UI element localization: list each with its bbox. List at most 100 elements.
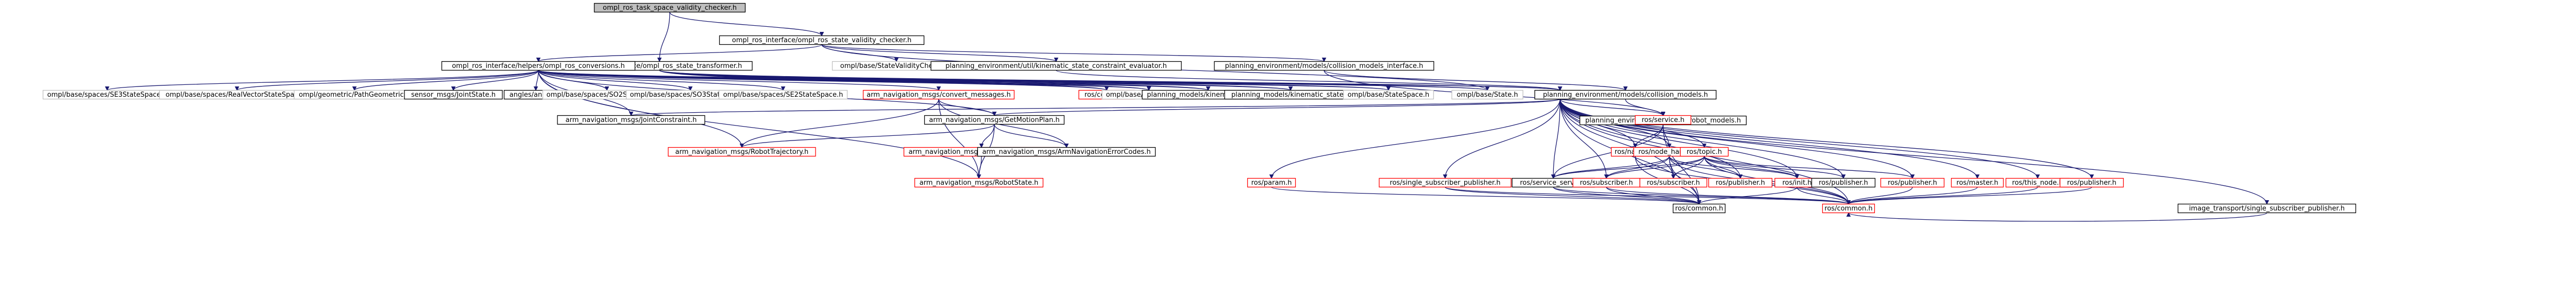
node-roscommon[interactable]: ros/common.h bbox=[1672, 203, 1726, 214]
node-robtraj[interactable]: arm_navigation_msgs/RobotTrajectory.h bbox=[668, 147, 816, 157]
edge-arrowhead bbox=[629, 112, 634, 116]
edge-conv-to-convmsg bbox=[538, 69, 939, 91]
node-publisher3[interactable]: ros/publisher.h bbox=[1880, 178, 1945, 188]
edge-subscriber-to-roscommon2 bbox=[1606, 186, 1849, 205]
node-publisher2[interactable]: ros/publisher.h bbox=[1811, 178, 1876, 188]
node-box bbox=[1672, 203, 1726, 214]
node-label: planning_environment/models/collision_mo… bbox=[1225, 62, 1423, 70]
node-label: ompl/base/StateSpace.h bbox=[1348, 91, 1430, 99]
edge-arrowhead bbox=[1269, 174, 1274, 179]
node-topic[interactable]: ros/topic.h bbox=[1680, 147, 1729, 157]
node-thisnode[interactable]: ros/this_node.h bbox=[2005, 178, 2070, 188]
node-publisher4[interactable]: ros/publisher.h bbox=[2059, 178, 2124, 188]
edge-arrowhead bbox=[1975, 174, 1980, 179]
node-jconstr[interactable]: arm_navigation_msgs/JointConstraint.h bbox=[557, 115, 705, 125]
node-rvss[interactable]: ompl/base/spaces/RealVectorStateSpace.h bbox=[159, 90, 315, 100]
node-label: ompl_ros_task_space_validity_checker.h bbox=[603, 4, 737, 12]
node-omplstate[interactable]: ompl/base/State.h bbox=[1451, 90, 1523, 100]
node-box bbox=[668, 147, 816, 157]
node-label: arm_navigation_msgs/RobotState.h bbox=[920, 179, 1039, 187]
node-robstate[interactable]: arm_navigation_msgs/RobotState.h bbox=[914, 178, 1044, 188]
node-label: ros/this_node.h bbox=[2012, 179, 2063, 187]
edge-svcserver-to-roscommon bbox=[1553, 186, 1700, 205]
node-kinstate[interactable]: planning_models/kinematic_state.h bbox=[1224, 90, 1357, 100]
edge-nodehandle-to-svcserver bbox=[1553, 156, 1670, 179]
node-box bbox=[1379, 178, 1512, 188]
node-ssp[interactable]: ros/single_subscriber_publisher.h bbox=[1379, 178, 1512, 188]
edge-arrowhead bbox=[1551, 174, 1556, 179]
node-label: ros/topic.h bbox=[1687, 148, 1722, 156]
edge-init-to-roscommon bbox=[1699, 187, 1798, 205]
node-roscommon2[interactable]: ros/common.h bbox=[1822, 203, 1875, 214]
edge-arrowhead bbox=[1910, 174, 1915, 179]
node-publisher[interactable]: ros/publisher.h bbox=[1708, 178, 1773, 188]
node-se2[interactable]: ompl/base/spaces/SE2StateSpace.h bbox=[718, 90, 848, 100]
node-subscriber2[interactable]: ros/subscriber.h bbox=[1639, 178, 1707, 188]
node-conv[interactable]: ompl_ros_interface/helpers/ompl_ros_conv… bbox=[441, 61, 636, 71]
edge-arrowhead bbox=[1146, 86, 1151, 91]
node-master[interactable]: ros/master.h bbox=[1951, 178, 2004, 188]
node-pathgeo[interactable]: ompl/geometric/PathGeometric.h bbox=[294, 90, 415, 100]
edge-arrowhead bbox=[1846, 200, 1851, 205]
edge-arrowhead bbox=[105, 86, 110, 91]
edge-arrowhead bbox=[936, 86, 941, 91]
node-svc[interactable]: ompl_ros_interface/ompl_ros_state_validi… bbox=[719, 35, 925, 45]
edge-convmsg-to-gmp bbox=[938, 99, 995, 116]
node-colmodels[interactable]: planning_environment/models/collision_mo… bbox=[1534, 90, 1717, 100]
node-box bbox=[1534, 90, 1717, 100]
node-label: arm_navigation_msgs/GetMotionPlan.h bbox=[929, 116, 1060, 124]
edge-topic-to-init bbox=[1704, 156, 1798, 179]
edge-arrowhead bbox=[1321, 58, 1327, 62]
node-label: ros/subscriber.h bbox=[1647, 179, 1700, 187]
edge-arrowhead bbox=[451, 86, 456, 91]
node-jointstate[interactable]: sensor_msgs/JointState.h bbox=[404, 90, 503, 100]
edge-nodehandle-to-publisher bbox=[1669, 156, 1741, 179]
node-box bbox=[1680, 147, 1729, 157]
node-box bbox=[930, 61, 1182, 71]
edge-kssc-to-ros bbox=[1056, 69, 1561, 91]
edge-ros-to-thisnode bbox=[1560, 99, 2038, 179]
node-label: ompl_ros_interface/ompl_ros_state_validi… bbox=[732, 37, 911, 44]
node-label: arm_navigation_msgs/convert_messages.h bbox=[867, 91, 1011, 99]
edge-ros-to-publisher3 bbox=[1560, 99, 1913, 179]
node-kssc[interactable]: planning_environment/util/kinematic_stat… bbox=[930, 61, 1182, 71]
edge-arrowhead bbox=[2089, 174, 2094, 179]
edge-subscriber-to-roscommon bbox=[1606, 187, 1700, 205]
node-armerr[interactable]: arm_navigation_msgs/ArmNavigationErrorCo… bbox=[977, 147, 1156, 157]
node-label: ros/publisher.h bbox=[2067, 179, 2116, 187]
edge-conv-to-rvss bbox=[236, 69, 539, 91]
node-label: ompl_ros_interface/helpers/ompl_ros_conv… bbox=[452, 62, 625, 70]
node-subscriber[interactable]: ros/subscriber.h bbox=[1572, 178, 1640, 188]
edge-topic-to-subscriber bbox=[1606, 156, 1705, 179]
edge-root-to-svc bbox=[669, 12, 822, 37]
edge-thisnode-to-roscommon2 bbox=[1848, 186, 2038, 205]
edge-conv-to-robtraj bbox=[538, 70, 742, 148]
edge-topic-to-svcserver bbox=[1553, 156, 1705, 179]
edge-ros-to-ssp bbox=[1445, 99, 1561, 179]
edge-arrowhead bbox=[976, 174, 981, 179]
edge-arrowhead bbox=[1604, 174, 1609, 179]
node-box bbox=[914, 178, 1044, 188]
edge-conv-to-ros bbox=[538, 69, 1561, 91]
edge-publisher3-to-roscommon2 bbox=[1848, 187, 1913, 204]
node-box bbox=[441, 61, 636, 71]
node-service[interactable]: ros/service.h bbox=[1635, 115, 1691, 125]
node-ssubpub[interactable]: image_transport/single_subscriber_publis… bbox=[2177, 203, 2357, 214]
node-label: arm_navigation_msgs/RobotTrajectory.h bbox=[675, 148, 809, 156]
node-cmi[interactable]: planning_environment/models/collision_mo… bbox=[1214, 61, 1434, 71]
node-param[interactable]: ros/param.h bbox=[1247, 178, 1296, 188]
edge-arrowhead bbox=[1667, 144, 1672, 148]
node-statespace[interactable]: ompl/base/StateSpace.h bbox=[1343, 90, 1434, 100]
node-root[interactable]: ompl_ros_task_space_validity_checker.h bbox=[594, 3, 746, 13]
edge-arrowhead bbox=[1557, 86, 1563, 91]
node-box bbox=[1343, 90, 1434, 100]
node-label: ros/publisher.h bbox=[1716, 179, 1765, 187]
node-se3[interactable]: ompl/base/spaces/SE3StateSpace.h bbox=[42, 90, 172, 100]
edge-arrowhead bbox=[739, 144, 744, 148]
edge-convmsg-to-robtraj bbox=[741, 99, 939, 148]
node-label: ompl/base/spaces/SE2StateSpace.h bbox=[723, 91, 843, 99]
edge-ros-to-svcserver bbox=[1553, 99, 1561, 179]
node-convmsg[interactable]: arm_navigation_msgs/convert_messages.h bbox=[862, 90, 1015, 100]
node-gmp[interactable]: arm_navigation_msgs/GetMotionPlan.h bbox=[924, 115, 1065, 125]
node-box bbox=[719, 35, 925, 45]
